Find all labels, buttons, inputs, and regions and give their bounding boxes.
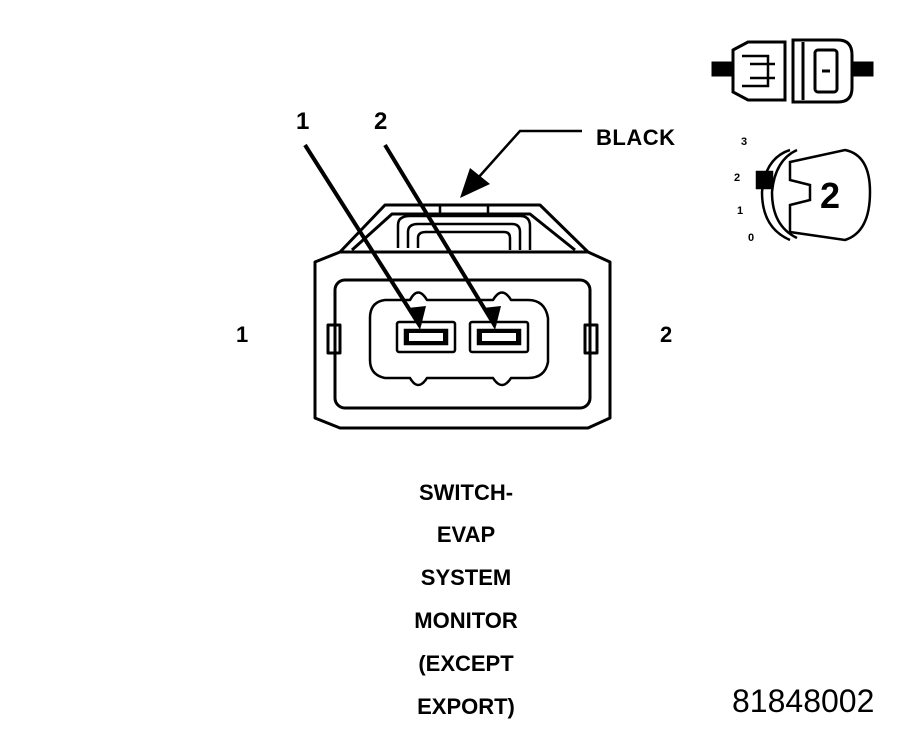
title-line-5: (EXCEPT: [418, 651, 514, 676]
title-line-4: MONITOR: [414, 608, 518, 633]
cavity-outline: [368, 291, 550, 387]
title-line-2: EVAP: [436, 522, 496, 547]
color-arrow: [460, 129, 582, 198]
leader-pin-1: [303, 143, 422, 328]
pin-callout-1: 1: [296, 108, 310, 135]
housing-inner: [333, 278, 592, 410]
side-tab-left: [326, 323, 342, 355]
part-number: 81848002: [732, 683, 875, 719]
index-key-icon: [755, 148, 872, 242]
wire-color-label: BLACK: [596, 125, 676, 150]
cavity-label-2: 2: [660, 322, 673, 347]
terminal-1: [395, 320, 457, 354]
terminal-2: [468, 320, 530, 354]
title-line-6: EXPORT): [417, 694, 515, 719]
index-key-number: 2: [820, 175, 841, 216]
connector-halves-icon: [711, 38, 874, 104]
index-scale-0: 0: [748, 232, 755, 244]
index-scale-3: 3: [741, 136, 748, 148]
lock-ribs: [396, 214, 532, 250]
title-line-3: SYSTEM: [420, 565, 512, 590]
connector-housing: [313, 203, 612, 430]
housing-outer: [313, 250, 612, 430]
pin-leaders: [303, 143, 497, 328]
title-line-1: SWITCH-: [418, 480, 514, 505]
leader-pin-2: [383, 143, 497, 328]
index-scale-2: 2: [734, 172, 741, 184]
pin-callout-2: 2: [374, 108, 388, 135]
terminals: [395, 320, 530, 354]
index-scale-1: 1: [737, 205, 744, 217]
side-tab-right: [583, 323, 599, 355]
cavity-label-1: 1: [236, 322, 249, 347]
